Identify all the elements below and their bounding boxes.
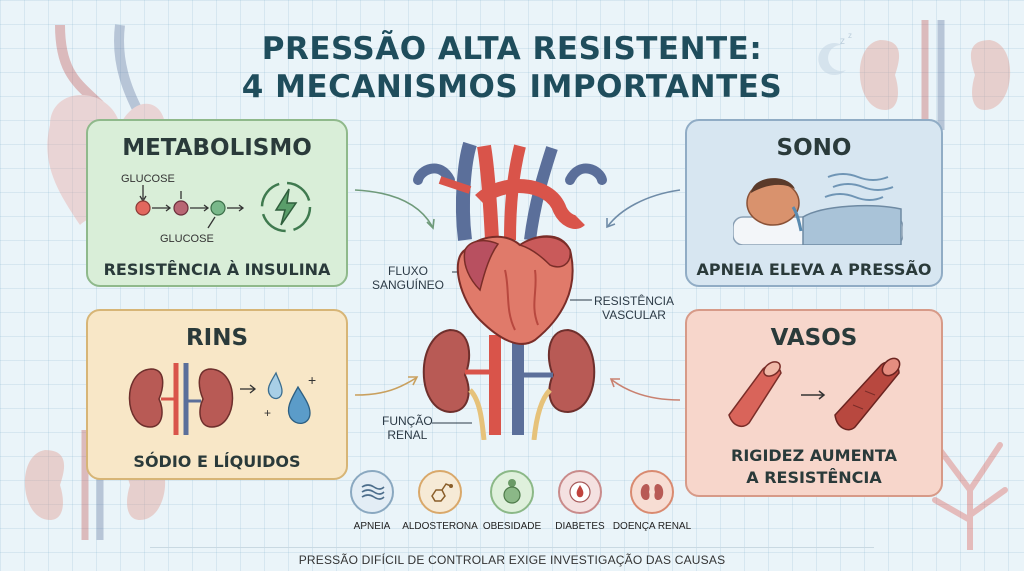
vessel-stiffening-icon	[728, 357, 901, 431]
resistencia-label-line-2: VASCULAR	[602, 308, 666, 322]
svg-text:+: +	[308, 372, 316, 388]
factor-doenca-renal: DOENÇA RENAL	[612, 470, 692, 532]
factor-doenca-renal-label: DOENÇA RENAL	[612, 521, 692, 532]
vasos-card: VASOS RIGIDEZ AUMENTA A RESISTÊNCIA	[685, 309, 943, 497]
factor-apneia: APNEIA	[332, 470, 412, 532]
svg-text:z: z	[848, 31, 852, 40]
fluxo-label-line-2: SANGUÍNEO	[372, 278, 445, 292]
vasos-heading: VASOS	[770, 325, 858, 351]
sono-heading: SONO	[776, 135, 852, 161]
glucose-pathway-diagram	[135, 185, 245, 229]
funcao-label-line-1: FUNÇÃO	[382, 414, 433, 428]
svg-text:z: z	[840, 36, 845, 47]
vasos-caption-line-1: RIGIDEZ AUMENTA	[731, 446, 897, 465]
background-kidney-illustration	[859, 20, 1011, 130]
glucose-label-top: GLUCOSE	[121, 173, 175, 185]
factor-obesidade: OBESIDADE	[472, 470, 552, 532]
page-title: PRESSÃO ALTA RESISTENTE: 4 MECANISMOS IM…	[0, 30, 1024, 106]
rins-heading: RINS	[185, 325, 249, 351]
kidneys-icon	[128, 363, 234, 435]
sono-caption: APNEIA ELEVA A PRESSÃO	[696, 260, 932, 279]
factor-diabetes: DIABETES	[540, 470, 620, 532]
water-drops-icon: + +	[240, 371, 316, 424]
factor-apneia-label: APNEIA	[353, 521, 391, 532]
background-vessel-tree	[932, 442, 1008, 550]
funcao-label-line-2: RENAL	[387, 428, 428, 442]
svg-text:+: +	[264, 406, 271, 420]
factor-obesidade-label: OBESIDADE	[482, 521, 542, 532]
factor-diabetes-label: DIABETES	[555, 521, 605, 532]
molecule-icon	[418, 470, 462, 514]
metabolismo-heading: METABOLISMO	[122, 135, 312, 161]
sleeping-person-icon	[733, 173, 903, 245]
rins-caption: SÓDIO E LÍQUIDOS	[133, 452, 301, 471]
title-line-2: 4 MECANISMOS IMPORTANTES	[241, 69, 783, 105]
factor-aldosterona-label: ALDOSTERONA	[402, 521, 478, 532]
rins-card: RINS + + SÓDIO E LÍQUIDOS	[86, 309, 348, 480]
body-icon	[490, 470, 534, 514]
fluxo-label-line-1: FLUXO	[388, 264, 429, 278]
footer-divider	[150, 547, 874, 548]
vasos-caption-line-2: A RESISTÊNCIA	[746, 468, 882, 487]
resistencia-vascular-label: RESISTÊNCIA VASCULAR	[594, 294, 674, 322]
funcao-renal-label: FUNÇÃO RENAL	[382, 414, 433, 442]
metabolismo-card: METABOLISMO GLUCOSE GLUCOSE RESISTÊNCIA …	[86, 119, 348, 287]
kidney-icon	[630, 470, 674, 514]
blood-drop-icon	[558, 470, 602, 514]
glucose-label-bottom: GLUCOSE	[160, 233, 214, 245]
moon-icon: z z	[818, 31, 852, 76]
sono-card: SONO APNEIA ELEVA A PRESSÃO	[685, 119, 943, 287]
title-line-1: PRESSÃO ALTA RESISTENTE:	[261, 31, 763, 67]
fluxo-sanguineo-label: FLUXO SANGUÍNEO	[372, 264, 444, 292]
metabolismo-caption: RESISTÊNCIA À INSULINA	[103, 260, 331, 279]
factor-aldosterona: ALDOSTERONA	[400, 470, 480, 532]
breath-icon	[350, 470, 394, 514]
heart-kidneys-illustration	[413, 141, 607, 440]
resistencia-label-line-1: RESISTÊNCIA	[594, 294, 675, 308]
footer-note: PRESSÃO DIFÍCIL DE CONTROLAR EXIGE INVES…	[298, 553, 726, 567]
energy-bolt-icon	[260, 181, 312, 233]
